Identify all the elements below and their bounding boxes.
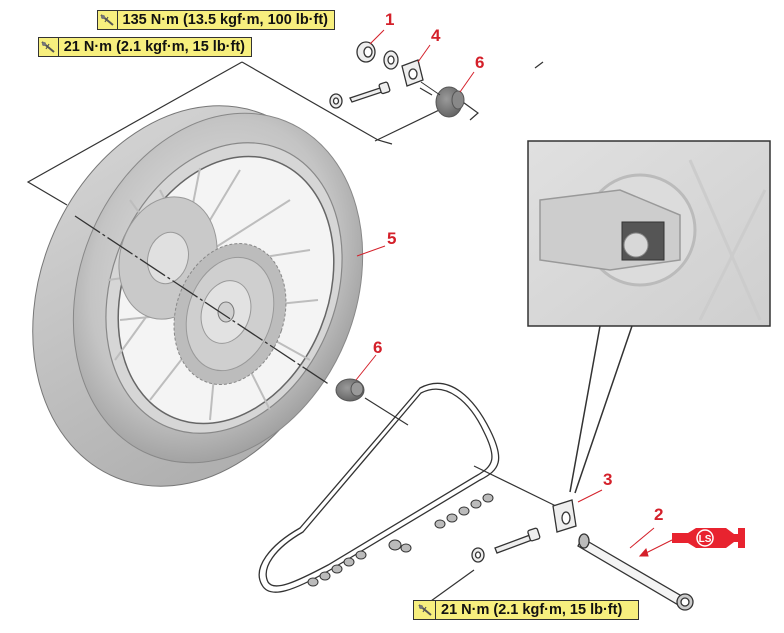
drive-chain — [258, 382, 500, 593]
collar-upper — [420, 81, 465, 118]
lithium-soap-grease-icon: LS — [672, 528, 745, 548]
torque-label-axle-nut: 135 N·m (13.5 kgf·m, 100 lb·ft) — [97, 10, 335, 30]
lower-hardware — [471, 499, 694, 611]
torque-wrench-icon — [414, 601, 436, 619]
part-number-6-lower: 6 — [373, 338, 383, 357]
callout-leaders — [355, 29, 673, 557]
torque-value: 21 N·m (2.1 kgf·m, 15 lb·ft) — [63, 39, 245, 55]
collar-lower — [335, 378, 365, 402]
part-number-6-upper: 6 — [475, 53, 485, 72]
detail-inset — [527, 140, 771, 494]
part-number-1: 1 — [385, 10, 395, 29]
torque-value: 21 N·m (2.1 kgf·m, 15 lb·ft) — [441, 602, 623, 618]
torque-label-adjuster-bolt-upper: 21 N·m (2.1 kgf·m, 15 lb·ft) — [38, 37, 252, 57]
part-number-2: 2 — [654, 505, 664, 524]
part-number-3: 3 — [603, 470, 613, 489]
torque-value: 135 N·m (13.5 kgf·m, 100 lb·ft) — [122, 12, 328, 28]
part-number-5: 5 — [387, 229, 397, 248]
upper-hardware — [329, 41, 424, 109]
part-number-4: 4 — [431, 26, 441, 45]
rear-wheel — [32, 105, 364, 487]
lubricant-code: LS — [699, 534, 712, 545]
torque-wrench-icon — [39, 38, 59, 56]
torque-label-adjuster-bolt-lower: 21 N·m (2.1 kgf·m, 15 lb·ft) — [413, 600, 639, 620]
torque-wrench-icon — [98, 11, 118, 29]
